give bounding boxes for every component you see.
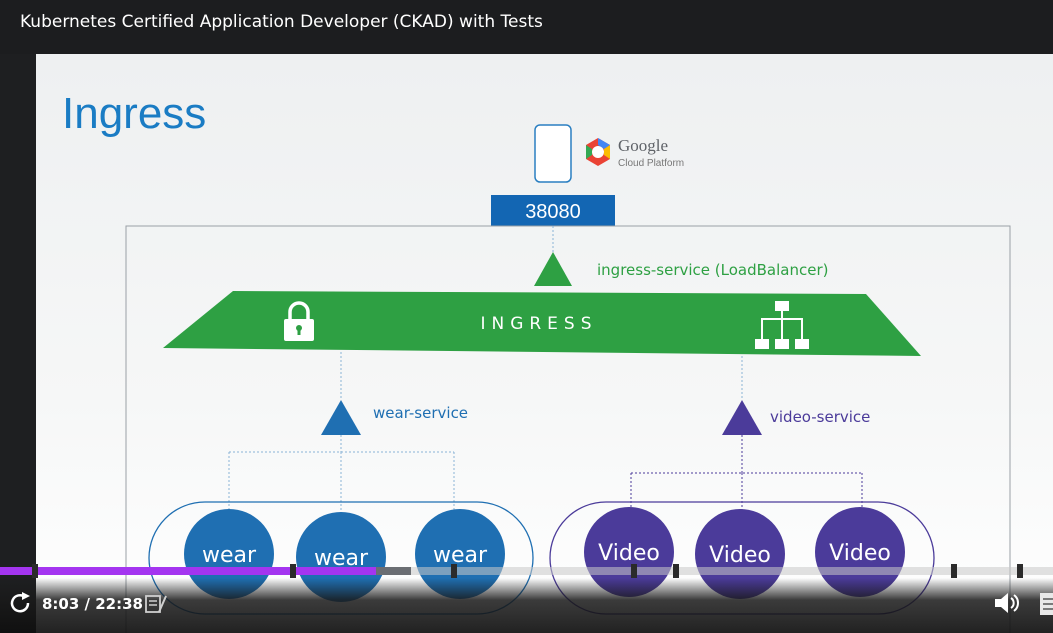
notes-icon[interactable] <box>145 595 167 613</box>
wear-pod-3-label: wear <box>433 543 488 568</box>
replay-icon[interactable] <box>10 592 30 613</box>
user-device-icon <box>534 124 572 183</box>
google-logo-word: Google <box>618 136 668 155</box>
player-controls <box>0 578 1053 633</box>
wear-service-label: wear-service <box>373 404 468 422</box>
ingress-service-triangle <box>534 252 572 286</box>
playback-time: 8:03 / 22:38 <box>42 595 143 613</box>
left-dark-strip <box>0 54 36 633</box>
ingress-label: INGRESS <box>480 314 597 334</box>
video-pod-1-label: Video <box>598 541 660 566</box>
video-pod-2-label: Video <box>709 543 771 568</box>
wear-pod-1-label: wear <box>202 543 257 568</box>
ingress-service-label: ingress-service (LoadBalancer) <box>597 261 828 279</box>
video-pod-2 <box>695 509 785 599</box>
video-pod-3-label: Video <box>829 541 891 566</box>
wear-service-triangle <box>321 400 361 435</box>
video-service-label: video-service <box>770 408 870 426</box>
slide-frame: Ingress Google Cloud Platform 38080 <box>36 54 1053 633</box>
port-box <box>491 195 615 226</box>
slide-heading: Ingress <box>62 89 206 138</box>
course-title: Kubernetes Certified Application Develop… <box>20 12 543 32</box>
video-connector-lines <box>630 435 863 514</box>
course-title-bar: Kubernetes Certified Application Develop… <box>0 0 1053 54</box>
ingress-diagram: Ingress Google Cloud Platform 38080 <box>62 89 1011 633</box>
wear-pod-1 <box>184 509 274 599</box>
ingress-bar <box>163 291 921 356</box>
wear-pod-2-label: wear <box>314 546 369 571</box>
port-number: 38080 <box>525 201 581 223</box>
google-cloud-logo-icon: Google Cloud Platform <box>586 136 684 169</box>
connector-lines <box>228 226 743 514</box>
sitemap-icon <box>755 301 809 349</box>
wear-pod-3 <box>415 509 505 599</box>
node-boundary <box>125 225 1011 633</box>
volume-icon[interactable] <box>995 593 1019 613</box>
video-service-triangle <box>722 400 762 435</box>
lock-icon <box>284 301 314 341</box>
google-logo-sub: Cloud Platform <box>618 158 684 169</box>
transcript-icon[interactable] <box>1040 593 1053 615</box>
